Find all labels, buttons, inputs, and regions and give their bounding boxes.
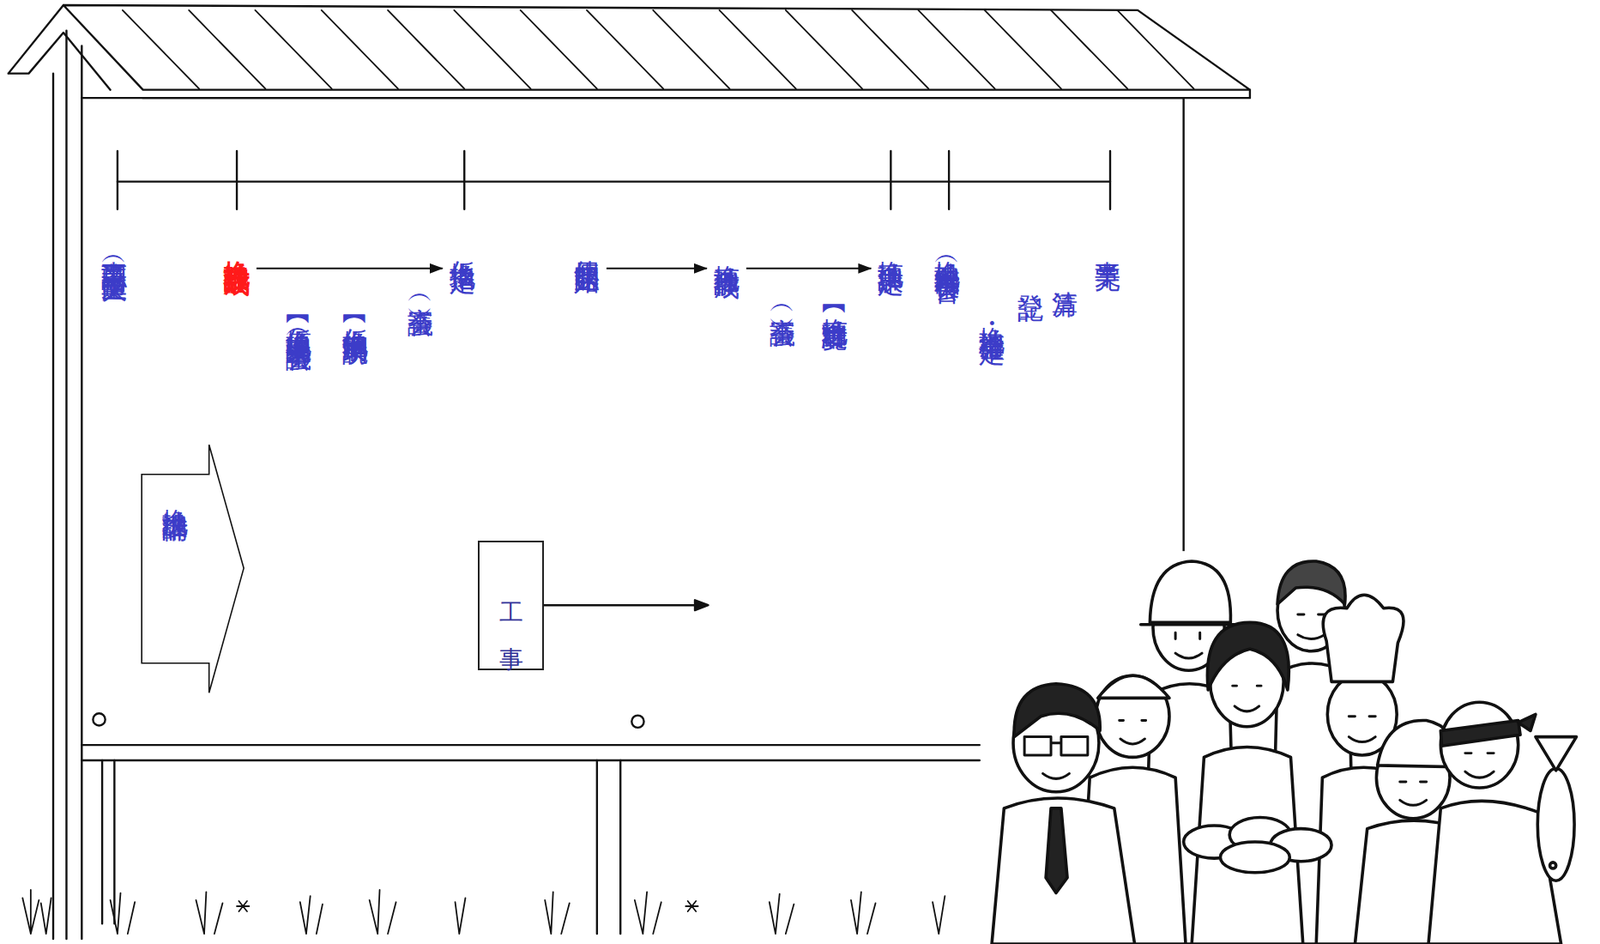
step-note: 換地・清算金確定 bbox=[978, 306, 1005, 320]
hand bbox=[1219, 841, 1290, 873]
timeline-line bbox=[117, 180, 1111, 182]
glasses-man-hair bbox=[1014, 683, 1100, 737]
timeline-ticks bbox=[117, 150, 1111, 210]
glasses-man-mouth bbox=[1043, 772, 1070, 779]
step-node: 換地計画作成 bbox=[713, 244, 740, 255]
arrow-head bbox=[694, 599, 708, 610]
step-label: 仮換地指定 bbox=[449, 240, 476, 249]
worker-face bbox=[1175, 632, 1202, 659]
arrow-label: 換地設計準備 bbox=[162, 488, 188, 499]
box-label: 工 事 bbox=[498, 563, 523, 647]
board-bolt bbox=[631, 715, 644, 728]
glasses-man-body bbox=[991, 797, 1135, 944]
construction-arrow bbox=[543, 599, 708, 610]
man-hair bbox=[1277, 561, 1346, 604]
step-note: 事業認可（国土交通大臣） bbox=[101, 240, 127, 261]
step-note: （審議会） bbox=[769, 295, 796, 305]
flow-arrow bbox=[256, 267, 443, 270]
flow-arrow bbox=[606, 267, 707, 270]
fisherman-face bbox=[1465, 753, 1494, 779]
nurse-cap bbox=[1098, 675, 1170, 698]
step-label: 換地設計作成 bbox=[223, 240, 250, 251]
roof-hatch bbox=[122, 10, 1195, 90]
illustration-background bbox=[981, 550, 1600, 944]
nurse-head bbox=[1095, 675, 1170, 757]
step-label: 換地計画決定 bbox=[877, 240, 904, 251]
step-node: 換地設計作成 bbox=[223, 240, 250, 251]
step-note: 【仮換地案個別説明】 bbox=[342, 306, 369, 324]
block-arrow: 換地設計準備 bbox=[140, 443, 245, 694]
man-face bbox=[1298, 614, 1325, 640]
cap-boy-face bbox=[1400, 781, 1427, 805]
roof-edge bbox=[143, 90, 1250, 99]
block-arrow-outline bbox=[141, 445, 244, 694]
step-node: 仮換地指定 bbox=[449, 240, 476, 249]
board-bolt bbox=[92, 712, 105, 725]
fish-tail bbox=[1535, 736, 1577, 771]
lower-posts bbox=[102, 760, 621, 934]
woman-face bbox=[1232, 685, 1262, 712]
timeline bbox=[117, 150, 1111, 210]
step-node: 換地計画決定 bbox=[877, 240, 904, 251]
glasses-man-tie bbox=[1045, 808, 1068, 894]
step-node: 使用収益開始 bbox=[573, 240, 600, 251]
step-label: 使用収益開始 bbox=[573, 240, 600, 251]
block-arrow-shape bbox=[140, 443, 245, 694]
step-note: 清算 bbox=[1051, 270, 1078, 274]
glasses bbox=[1024, 736, 1088, 755]
left-post bbox=[53, 30, 82, 939]
step-note: 【換地計画縦覧】 bbox=[821, 295, 848, 310]
arrow-line bbox=[543, 603, 696, 606]
chef-hat bbox=[1322, 594, 1404, 682]
nurse-face bbox=[1119, 720, 1147, 744]
people-illustration bbox=[981, 550, 1600, 944]
step-note: 換地処分（福岡市長公告） bbox=[934, 240, 960, 261]
grass bbox=[22, 889, 945, 934]
flow-arrow bbox=[746, 267, 871, 270]
step-note: 【仮換地原案説明（審議会）】 bbox=[285, 306, 312, 331]
bug bbox=[236, 900, 699, 912]
headband bbox=[1440, 713, 1536, 746]
process-box: 工 事 bbox=[477, 540, 544, 671]
roof-outline bbox=[8, 5, 1250, 91]
step-note: （審議会） bbox=[407, 285, 434, 295]
fish bbox=[1537, 767, 1575, 881]
woman-hair bbox=[1207, 621, 1289, 689]
fish-eye bbox=[1550, 862, 1557, 869]
signboard-roof bbox=[8, 5, 1250, 98]
step-label: 換地計画作成 bbox=[713, 244, 740, 255]
clasped-hands bbox=[1183, 817, 1332, 873]
step-note: 登記 bbox=[1017, 273, 1044, 278]
chef-face bbox=[1348, 716, 1376, 743]
step-note: 事業完了 bbox=[1094, 240, 1121, 248]
hard-hat bbox=[1141, 561, 1239, 625]
